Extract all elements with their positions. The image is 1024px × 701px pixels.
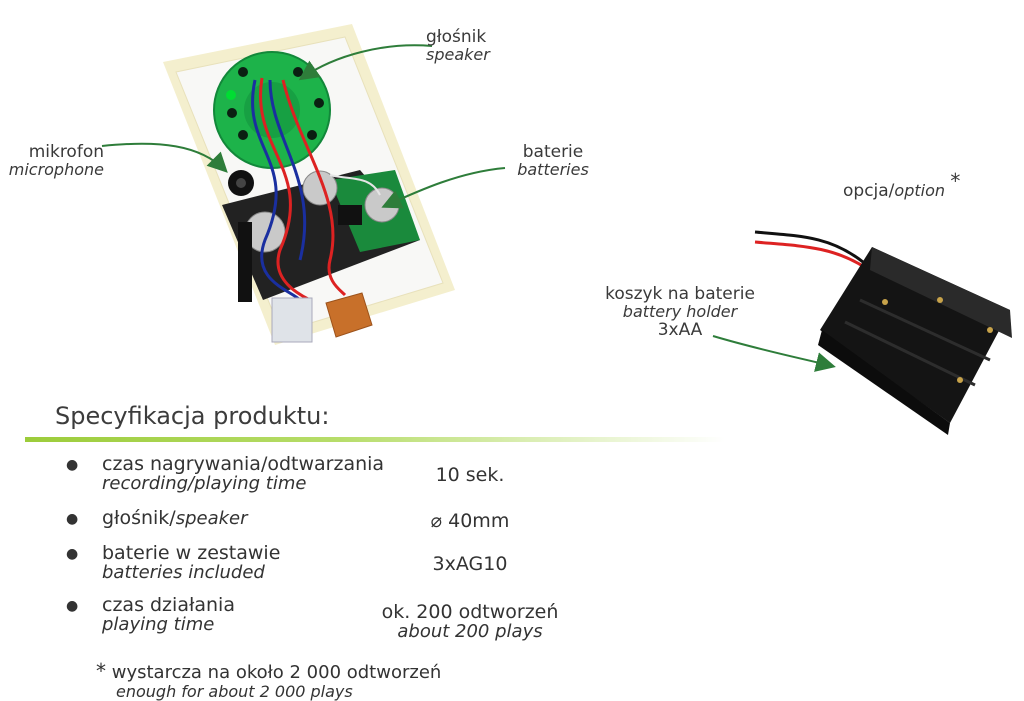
spec-divider: [25, 437, 725, 442]
spec-row-value: ok. 200 odtworzeń about 200 plays: [360, 602, 580, 642]
option-asterisk: *: [950, 169, 961, 193]
spec-row-value-en: about 200 plays: [397, 621, 543, 642]
batteries-label: baterie batteries: [508, 143, 598, 179]
spec-row-value: 3xAG10: [432, 553, 508, 575]
spec-row-label-pl: głośnik/: [102, 507, 176, 529]
spec-row-label-pl: czas działania: [102, 594, 235, 616]
battery-holder-photo: [754, 230, 1012, 435]
speaker-label-pl: głośnik: [426, 27, 487, 47]
footnote: * wystarcza na około 2 000 odtworzeń eno…: [96, 659, 442, 701]
spec-row-label: baterie w zestawie batteries included: [102, 543, 280, 583]
bullet-icon: ●: [66, 511, 79, 527]
option-label-pl: opcja/: [843, 181, 895, 201]
speaker-arrow: [298, 44, 433, 81]
sound-module-photo: [163, 24, 455, 345]
microphone-label-en: microphone: [8, 160, 104, 179]
battery-holder-label-qty: 3xAA: [657, 320, 703, 340]
battery-holder-label-pl: koszyk na baterie: [605, 284, 755, 304]
microphone-arrow: [101, 142, 228, 173]
batteries-label-en: batteries: [517, 160, 589, 179]
spec-row-value: 10 sek.: [435, 464, 505, 486]
spec-row-label: czas działania playing time: [102, 595, 235, 635]
speaker-label: głośnik speaker: [426, 28, 490, 64]
bullet-icon: ●: [66, 546, 79, 562]
batteries-label-pl: baterie: [522, 142, 584, 162]
spec-row-label-en: batteries included: [102, 562, 265, 583]
spec-row-label-en: recording/playing time: [102, 473, 307, 494]
footnote-pl: wystarcza na około 2 000 odtworzeń: [111, 662, 442, 683]
spec-row-value-pl: ok. 200 odtworzeń: [381, 601, 559, 623]
spec-row-value: ⌀ 40mm: [430, 510, 510, 532]
bullet-icon: ●: [66, 457, 79, 473]
speaker-label-en: speaker: [426, 45, 490, 64]
batteries-arrow: [381, 167, 506, 209]
option-label-en: option: [894, 181, 946, 200]
battery-holder-arrow: [712, 335, 836, 372]
footnote-asterisk: *: [96, 659, 106, 683]
spec-row-label-en: playing time: [102, 614, 215, 635]
spec-row-label-pl: czas nagrywania/odtwarzania: [102, 453, 385, 475]
footnote-en: enough for about 2 000 plays: [116, 682, 353, 701]
option-label: opcja/option *: [843, 171, 960, 201]
spec-row-label: głośnik/speaker: [102, 508, 248, 529]
microphone-label: mikrofon microphone: [0, 143, 104, 179]
spec-row-label: czas nagrywania/odtwarzania recording/pl…: [102, 454, 384, 494]
spec-row-label-pl: baterie w zestawie: [102, 542, 281, 564]
bullet-icon: ●: [66, 598, 79, 614]
spec-row-label-en: speaker: [175, 508, 248, 529]
battery-holder-label-en: battery holder: [622, 302, 738, 321]
battery-holder-label: koszyk na baterie battery holder 3xAA: [585, 285, 775, 339]
spec-title: Specyfikacja produktu:: [55, 402, 330, 430]
microphone-label-pl: mikrofon: [28, 142, 104, 162]
